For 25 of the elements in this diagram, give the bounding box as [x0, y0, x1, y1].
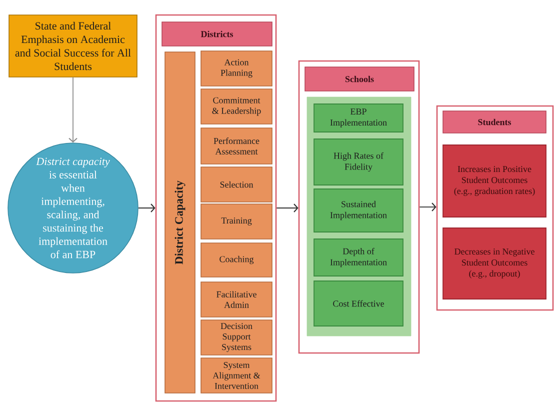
- header-box: Schools: [304, 66, 414, 92]
- process-box: Facilitative Admin: [200, 282, 272, 318]
- process-box: EBP Implementation: [314, 104, 404, 132]
- outcome-box: Increases in Positive Student Outcomes (e.g., graduation rates): [442, 144, 546, 218]
- arrow: [419, 202, 436, 212]
- vertical-label-bar: District Capacity: [164, 52, 196, 394]
- text-box: State and Federal Emphasis on Academic and Social Success for All Students: [8, 14, 138, 78]
- outcome-box: Decreases in Negative Student Outcomes (e.g., dropout): [442, 228, 546, 300]
- header-box: Districts: [162, 22, 272, 46]
- arrow: [68, 76, 78, 143]
- process-box: Cost Effective: [314, 280, 404, 326]
- process-box: Commitment & Leadership: [200, 88, 272, 124]
- process-box: Decision Support Systems: [200, 320, 272, 356]
- process-box: Training: [200, 204, 272, 240]
- process-box: Sustained Implementation: [314, 188, 404, 232]
- process-box: Action Planning: [200, 50, 272, 86]
- process-box: System Alignment & Intervention: [200, 358, 272, 394]
- header-box: Students: [442, 110, 546, 134]
- process-box: Performance Assessment: [200, 128, 272, 164]
- process-box: Selection: [200, 166, 272, 202]
- process-box: High Rates of Fidelity: [314, 138, 404, 186]
- arrow: [138, 204, 156, 212]
- process-box: Depth of Implementation: [314, 238, 404, 276]
- arrow: [276, 204, 298, 212]
- process-box: Coaching: [200, 242, 272, 278]
